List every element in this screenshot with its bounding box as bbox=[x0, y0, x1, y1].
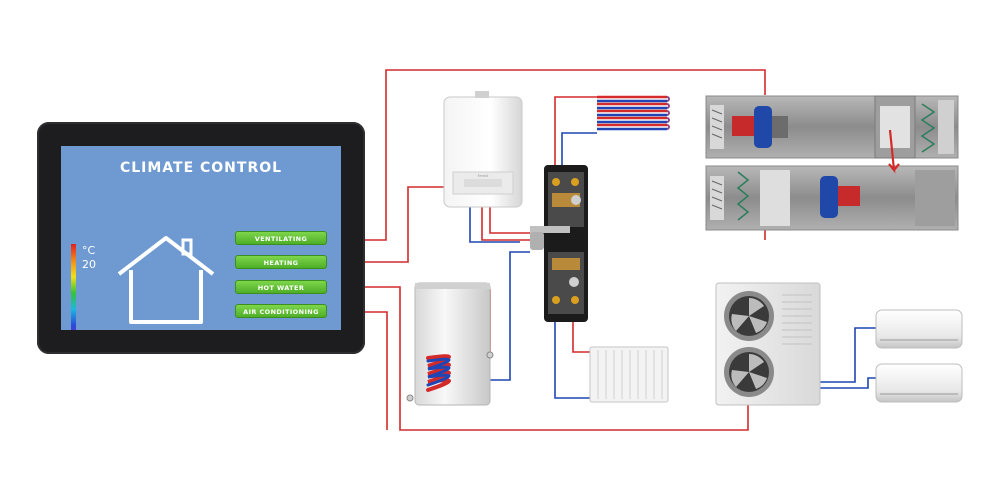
thermometer-icon bbox=[71, 244, 76, 330]
wall-boiler: Ferroli bbox=[443, 91, 523, 208]
ventilating-button[interactable]: VENTILATING bbox=[235, 231, 327, 245]
radiator bbox=[589, 346, 669, 403]
control-tablet: CLIMATE CONTROL °C 20 VENTILATING HEATIN… bbox=[37, 122, 365, 354]
heating-distributor bbox=[530, 165, 588, 322]
tablet-screen: CLIMATE CONTROL °C 20 VENTILATING HEATIN… bbox=[61, 146, 341, 330]
house-icon bbox=[117, 236, 215, 324]
indoor-ac-units bbox=[875, 309, 963, 403]
hot-water-button[interactable]: HOT WATER bbox=[235, 280, 327, 294]
water-tank bbox=[406, 282, 494, 406]
temperature-value: 20 bbox=[82, 258, 96, 271]
boiler-brand: Ferroli bbox=[478, 174, 489, 178]
air-conditioning-button[interactable]: AIR CONDITIONING bbox=[235, 304, 327, 318]
heating-button[interactable]: HEATING bbox=[235, 255, 327, 269]
air-handling-unit bbox=[705, 95, 959, 231]
floor-heating-coil bbox=[597, 95, 670, 131]
outdoor-ac-unit bbox=[715, 282, 821, 406]
cold-pipes bbox=[469, 132, 876, 399]
screen-title: CLIMATE CONTROL bbox=[119, 160, 283, 176]
temperature-unit: °C bbox=[82, 244, 96, 257]
